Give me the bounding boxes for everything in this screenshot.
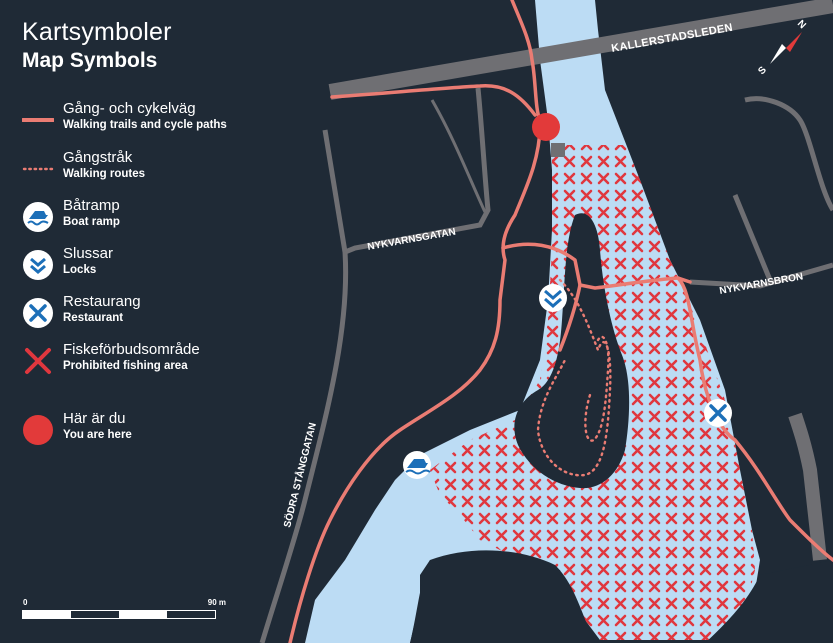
scale-bar: 0 90 m (22, 598, 232, 628)
roads (259, 0, 833, 643)
legend-label-sv: Här är du (63, 410, 126, 427)
you-are-here-dot-icon (23, 415, 53, 445)
compass-south: S (756, 64, 769, 77)
legend-label-sv: Slussar (63, 245, 114, 262)
cycle-paths (288, 0, 833, 643)
land-lower (410, 550, 833, 643)
scale-label-start: 0 (23, 598, 28, 607)
legend-label-sv: Gång- och cykelväg (63, 100, 196, 117)
restaurant-icon (23, 298, 53, 328)
boat-ramp-icon (23, 202, 53, 232)
compass: N S (756, 18, 807, 77)
locks-icon (23, 250, 53, 280)
legend-label-sv: Restaurang (63, 293, 141, 310)
legend-label-en: Locks (63, 264, 97, 276)
locks-map-icon[interactable] (539, 284, 567, 312)
compass-north: N (795, 18, 808, 31)
no-fishing-cross-icon (25, 348, 51, 374)
legend-label-en: Prohibited fishing area (63, 360, 188, 372)
path-line-icon (22, 118, 54, 122)
boat-ramp-map-icon[interactable] (403, 451, 431, 479)
legend-title: Kartsymboler Map Symbols (22, 18, 172, 73)
scale-label-end: 90 m (207, 598, 226, 607)
legend-title-en: Map Symbols (22, 49, 158, 72)
restaurant-map-icon[interactable] (704, 399, 732, 427)
island (514, 213, 630, 489)
street-label-nykvarnsbron: NYKVARNSBRON (719, 271, 804, 297)
legend-label-sv: Båtramp (63, 197, 120, 214)
street-label-nykvarnsgatan: NYKVARNSGATAN (367, 227, 457, 253)
dotted-route-icon (22, 167, 54, 171)
legend-label-en: Boat ramp (63, 216, 120, 228)
legend-title-sv: Kartsymboler (22, 18, 172, 46)
legend-label-en: You are here (63, 429, 132, 441)
you-are-here-marker (532, 113, 565, 157)
legend-label-en: Walking routes (63, 168, 145, 180)
legend-label-sv: Fiskeförbudsområde (63, 341, 200, 358)
legend-label-sv: Gångstråk (63, 149, 133, 166)
legend-label-en: Walking trails and cycle paths (63, 119, 227, 131)
scale-bar-graphic (22, 610, 216, 619)
legend-label-en: Restaurant (63, 312, 124, 324)
